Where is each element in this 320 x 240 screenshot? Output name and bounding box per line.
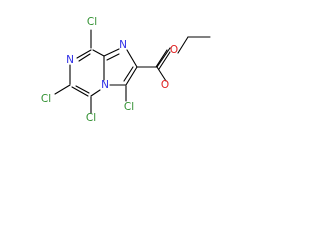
bond-ccarbonyl-oester: [156, 66, 167, 82]
oxygen-label-ester: O: [161, 79, 169, 91]
bond-c8-c8a: [92, 49, 105, 57]
bond-c8a-n1: [103, 48, 120, 57]
molecule-canvas: Cl N Cl Cl N N O O Cl: [0, 0, 224, 137]
bond-c6-cl: [54, 84, 71, 95]
bond-ccarbonyl-o-double-b: [158, 51, 171, 70]
bond-ccarbonyl-o-single: [156, 47, 171, 68]
chlorine-label-left-upper: Cl: [41, 93, 51, 105]
bond-c6-c5-double: [75, 85, 90, 94]
chemical-structure-diagram: Cl N Cl Cl N N O O Cl: [41, 16, 211, 124]
bond-c8a-n1-double: [106, 53, 120, 61]
bond-c8-n7-double: [78, 53, 91, 62]
chlorine-label-top: Cl: [87, 16, 97, 28]
nitrogen-label-imidazole-top: N: [119, 39, 127, 51]
chlorine-label-bottom-right: Cl: [124, 101, 134, 113]
bond-ccarbonyl-o-double-a: [155, 49, 168, 68]
oxygen-label-carbonyl: O: [170, 44, 178, 56]
chlorine-label-left-lower: Cl: [86, 112, 96, 124]
bond-c2-c3-double: [123, 66, 134, 82]
bond-c5-n4: [90, 89, 101, 97]
bond-c6-c5: [71, 86, 89, 97]
bond-n1-c2: [126, 49, 138, 68]
bond-oester-ch2: [177, 36, 189, 54]
nitrogen-label-ring-left: N: [66, 54, 74, 66]
nitrogen-label-bridge: N: [101, 79, 109, 91]
bond-c2-c3: [125, 66, 138, 86]
bond-c8-n7: [76, 49, 92, 59]
